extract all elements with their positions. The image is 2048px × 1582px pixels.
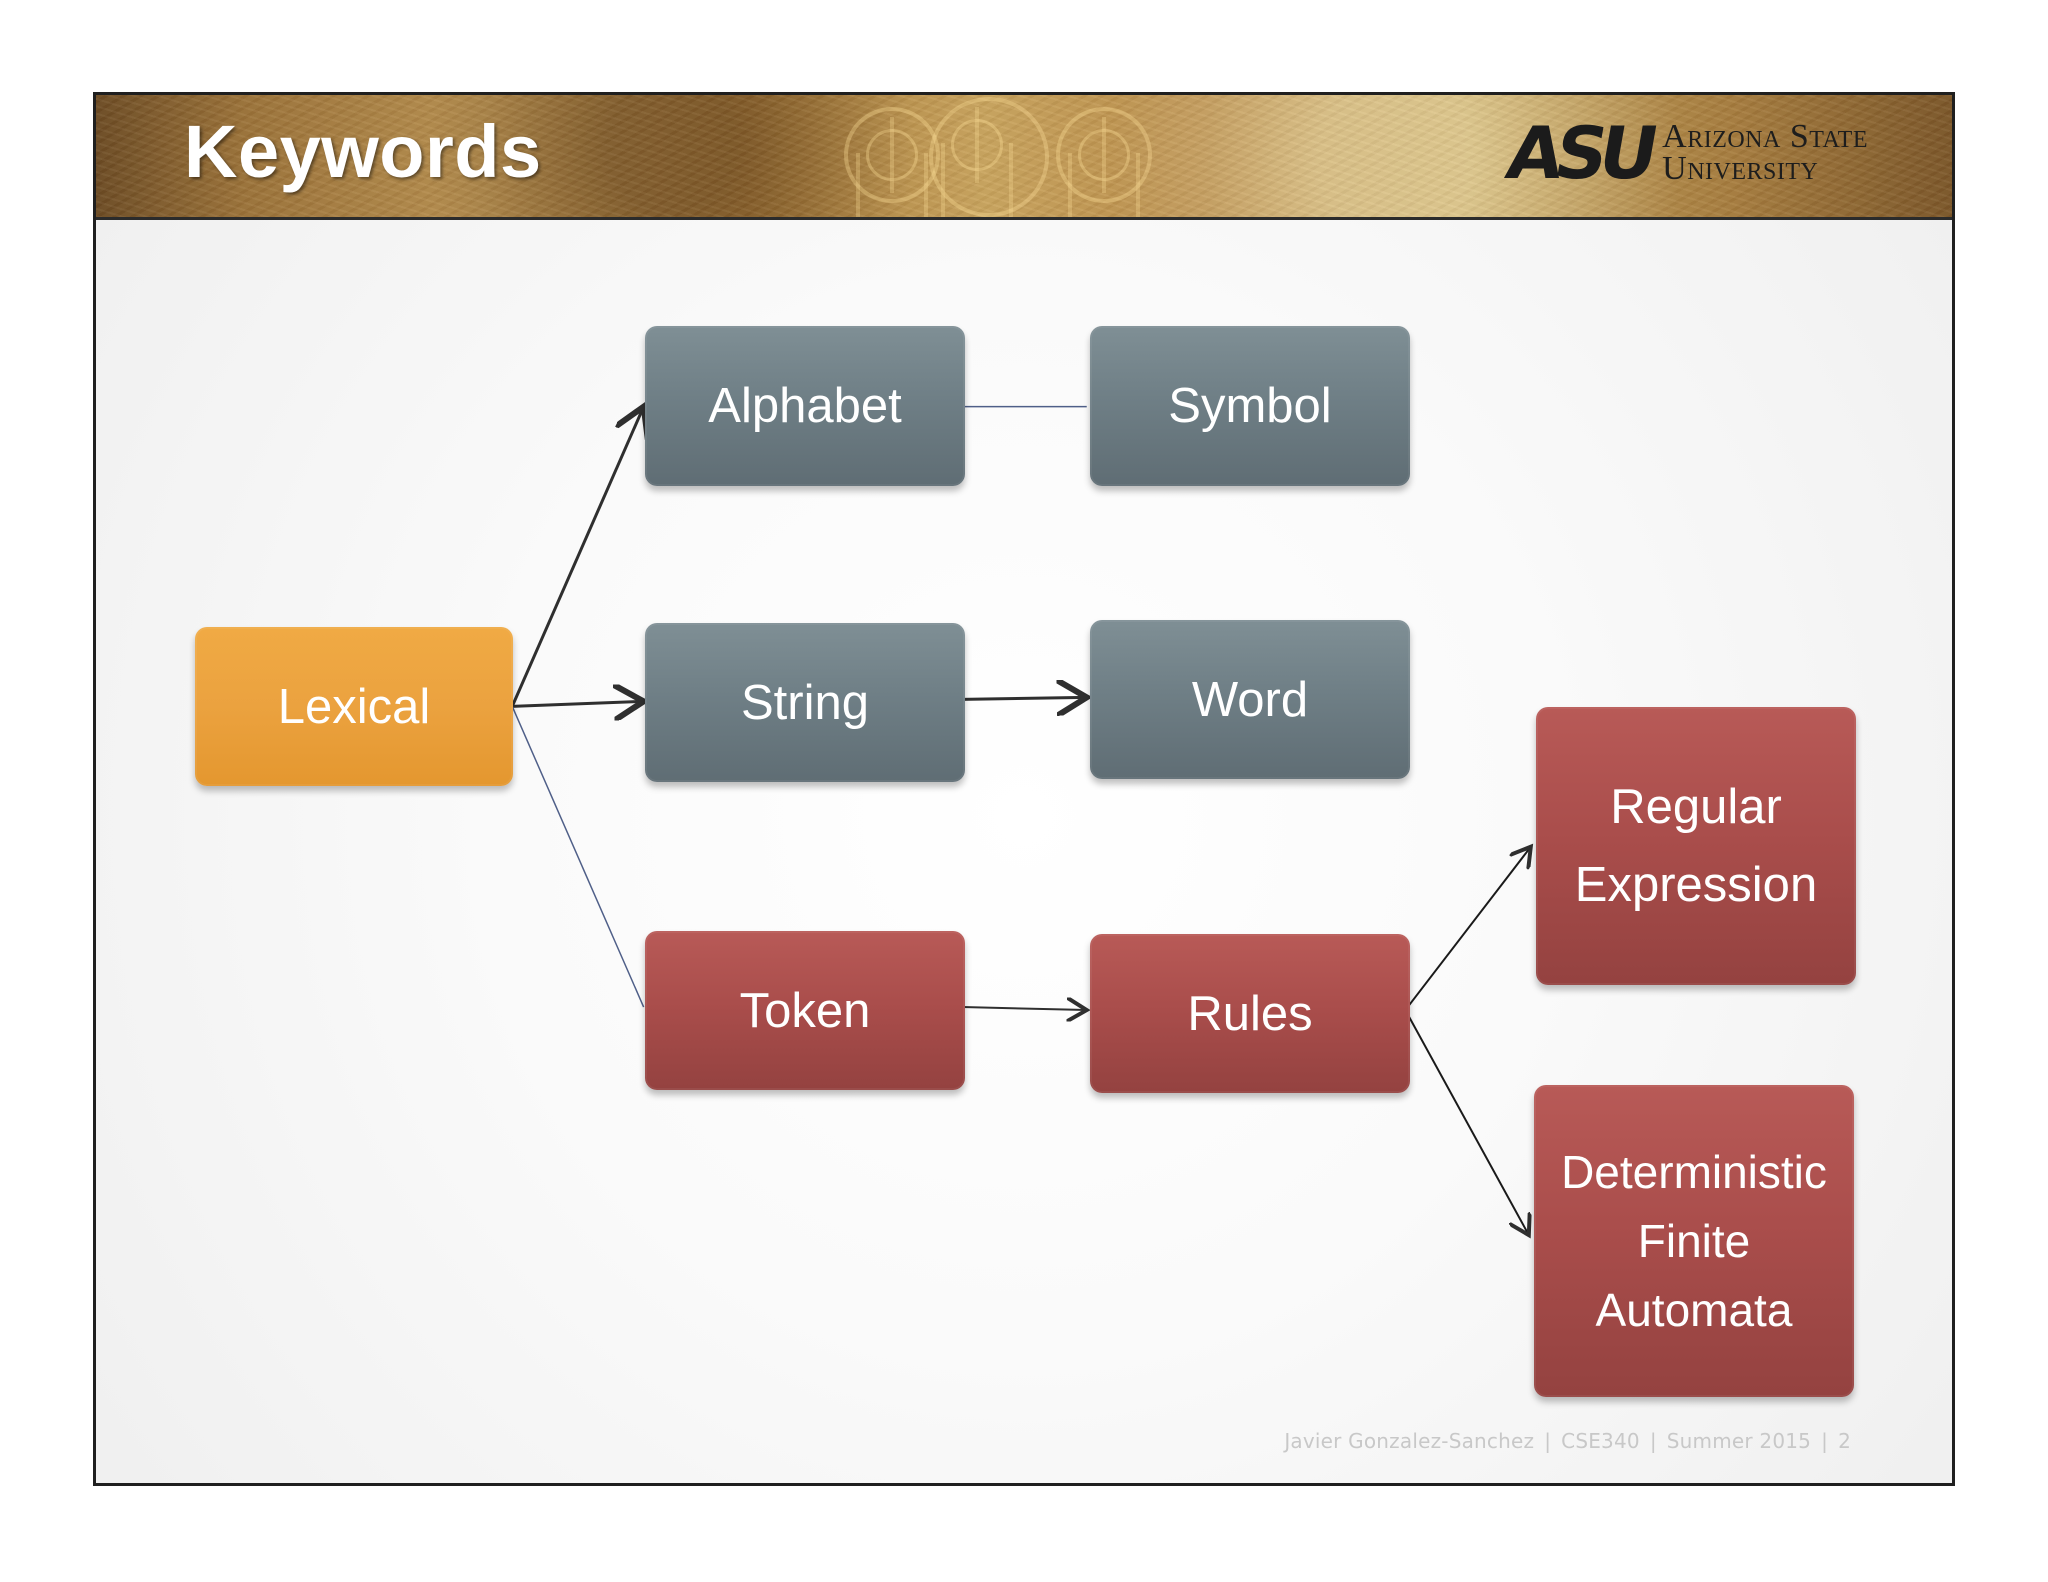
university-logo: ASU Arizona State University (1501, 111, 1868, 195)
node-symbol: Symbol (1090, 326, 1410, 486)
node-rules-label: Rules (1187, 986, 1313, 1041)
node-word-label: Word (1191, 672, 1309, 727)
node-regular-expression: Regular Expression (1536, 707, 1856, 985)
university-wordmark-line-2: University (1662, 150, 1819, 187)
gear-icon (1056, 107, 1152, 203)
footer-separator: | (1821, 1429, 1829, 1453)
node-lexical: Lexical (195, 627, 513, 786)
connector-rules-dfa (1404, 1009, 1528, 1235)
node-string-label: String (740, 675, 869, 730)
connector-lexical-string (512, 701, 643, 706)
footer-author: Javier Gonzalez-Sanchez (1284, 1429, 1535, 1453)
node-rules: Rules (1090, 934, 1410, 1093)
slide-title: Keywords (184, 110, 542, 193)
connector-string-word (962, 697, 1086, 699)
node-symbol-label: Symbol (1168, 379, 1332, 433)
asu-logo-mark: ASU (1500, 111, 1658, 195)
node-string: String (645, 623, 965, 782)
slide: Keywords ASU Arizona State University Le… (93, 92, 1955, 1486)
footer-term: Summer 2015 (1666, 1429, 1812, 1453)
connector-rules-regular-expression (1404, 847, 1530, 1011)
node-alphabet-label: Alphabet (708, 379, 902, 433)
university-wordmark-line-1: Arizona State (1662, 117, 1868, 155)
node-alphabet: Alphabet (645, 326, 965, 486)
node-dfa: Deterministic Finite Automata (1534, 1085, 1854, 1397)
node-lexical-label: Lexical (277, 679, 431, 734)
footer-page: 2 (1838, 1429, 1851, 1453)
node-token-label: Token (739, 983, 871, 1038)
footer-separator: | (1649, 1429, 1657, 1453)
node-token: Token (645, 931, 965, 1090)
node-regular-expression-label: Regular Expression (1574, 779, 1818, 912)
connector-lexical-token (511, 706, 645, 1008)
diagram-connectors (510, 95, 1952, 1483)
connector-token-rules (962, 1007, 1086, 1010)
slide-header: Keywords ASU Arizona State University (96, 95, 1952, 220)
slide-footer: Javier Gonzalez-Sanchez | CSE340 | Summer 20… (1284, 1431, 1851, 1451)
footer-course: CSE340 (1561, 1429, 1640, 1453)
footer-separator: | (1544, 1429, 1552, 1453)
node-dfa-label: Deterministic Finite Automata (1561, 1145, 1827, 1336)
gear-icon (929, 97, 1049, 217)
connector-lexical-alphabet (510, 407, 643, 707)
university-wordmark: Arizona State University (1662, 117, 1868, 187)
node-word: Word (1090, 620, 1410, 779)
